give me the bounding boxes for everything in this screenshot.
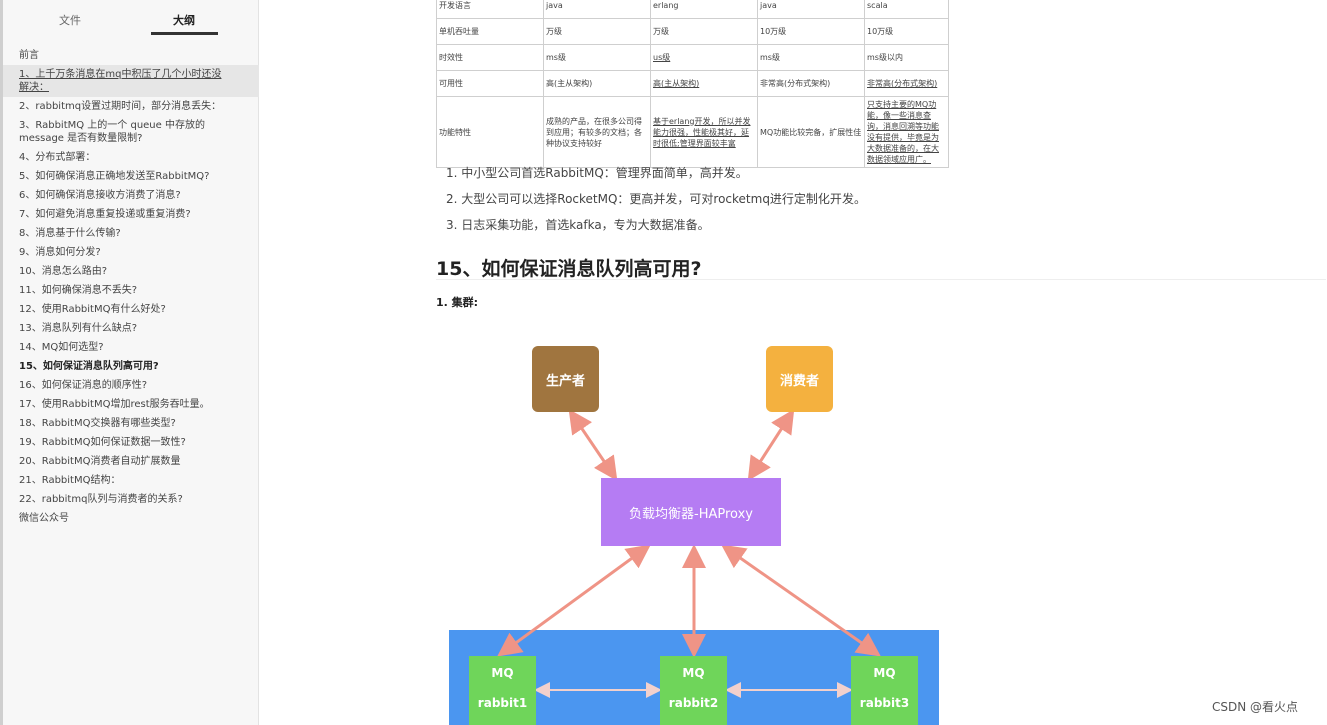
outline-item-11[interactable]: 11、如何确保消息不丢失? [19, 285, 138, 296]
haproxy-node: 负载均衡器-HAProxy [601, 478, 781, 546]
heading-divider [436, 279, 1326, 280]
outline-item-4[interactable]: 4、分布式部署： [19, 152, 96, 163]
table-cell: 万级 [650, 18, 758, 45]
table-cell: 可用性 [436, 70, 544, 97]
table-cell: MQ功能比较完备，扩展性佳 [757, 96, 865, 168]
table-cell: 高(主从架构) [543, 70, 651, 97]
outline-item-1-line2: 解决： [19, 82, 49, 93]
table-cell: 单机吞吐量 [436, 18, 544, 45]
outline-item-10[interactable]: 10、消息怎么路由? [19, 266, 108, 277]
table-cell: 非常高(分布式架构) [757, 70, 865, 97]
table-cell: scala [864, 0, 949, 19]
document-content: 开发语言 java erlang java scala 单机吞吐量 万级 万级 … [260, 0, 1327, 725]
table-row: 可用性 高(主从架构) 高(主从架构) 非常高(分布式架构) 非常高(分布式架构… [436, 70, 949, 97]
table-cell: 只支持主要的MQ功能，像一些消息查询，消息回溯等功能没有提供，毕竟是为大数据准备… [864, 96, 949, 168]
node-type-label: MQ [491, 666, 514, 680]
table-cell: 高(主从架构) [650, 70, 758, 97]
outline-item-6[interactable]: 6、如何确保消息接收方消费了消息? [19, 190, 181, 201]
table-cell: 时效性 [436, 44, 544, 71]
arrow-haproxy-rabbit3 [721, 544, 881, 657]
outline-item-5[interactable]: 5、如何确保消息正确地发送至RabbitMQ? [19, 171, 210, 182]
arrow-consumer-haproxy [747, 408, 795, 482]
list-item: 1. 中小型公司首选RabbitMQ：管理界面简单，高并发。 [446, 166, 748, 180]
table-cell: 功能特性 [436, 96, 544, 168]
table-cell: erlang [650, 0, 758, 19]
node-name-label: rabbit2 [668, 696, 719, 710]
outline-item-15[interactable]: 15、如何保证消息队列高可用? [19, 361, 159, 372]
table-cell: 非常高(分布式架构) [864, 70, 949, 97]
table-cell: java [543, 0, 651, 19]
rabbit3-node: MQ rabbit3 [851, 656, 918, 725]
outline-item-3-line2: message 是否有数量限制? [19, 133, 143, 144]
recommendation-list: 1. 中小型公司首选RabbitMQ：管理界面简单，高并发。 2. 大型公司可以… [446, 166, 866, 244]
outline-item-19[interactable]: 19、RabbitMQ如何保证数据一致性? [19, 437, 186, 448]
outline-item-16[interactable]: 16、如何保证消息的顺序性? [19, 380, 148, 391]
table-cell: 10万级 [757, 18, 865, 45]
table-row: 单机吞吐量 万级 万级 10万级 10万级 [436, 18, 949, 45]
node-name-label: rabbit3 [859, 696, 910, 710]
outline-item-1[interactable]: 1、上千万条消息在mq中积压了几个小时还没 解决： [3, 65, 259, 97]
outline-item-3-line1: 3、RabbitMQ 上的一个 queue 中存放的 [19, 120, 205, 131]
table-cell: java [757, 0, 865, 19]
outline-item-18[interactable]: 18、RabbitMQ交换器有哪些类型? [19, 418, 176, 429]
outline-item-14[interactable]: 14、MQ如何选型? [19, 342, 104, 353]
node-type-label: MQ [873, 666, 896, 680]
table-row: 开发语言 java erlang java scala [436, 0, 949, 19]
table-cell: 10万级 [864, 18, 949, 45]
diagram-arrows [497, 408, 881, 698]
consumer-node: 消费者 [766, 346, 833, 412]
outline-item-9[interactable]: 9、消息如何分发? [19, 247, 101, 258]
arrow-haproxy-rabbit1 [497, 544, 651, 657]
active-tab-indicator [151, 32, 218, 35]
table-cell: 万级 [543, 18, 651, 45]
table-cell: 成熟的产品，在很多公司得到应用；有较多的文档；各种协议支持较好 [543, 96, 651, 168]
outline-item-20[interactable]: 20、RabbitMQ消费者自动扩展数量 [19, 456, 181, 467]
node-type-label: MQ [682, 666, 705, 680]
outline-item-21[interactable]: 21、RabbitMQ结构： [19, 475, 121, 486]
table-cell: ms级 [757, 44, 865, 71]
outline-list: 前言 1、上千万条消息在mq中积压了几个小时还没 解决： 2、rabbitmq设… [3, 46, 259, 528]
table-cell: 开发语言 [436, 0, 544, 19]
arrow-producer-haproxy [568, 409, 618, 481]
table-cell: us级 [650, 44, 758, 71]
outline-item-3[interactable]: 3、RabbitMQ 上的一个 queue 中存放的 message 是否有数量… [3, 116, 259, 148]
outline-item-13[interactable]: 13、消息队列有什么缺点? [19, 323, 138, 334]
tab-outline[interactable]: 大纲 [173, 14, 195, 27]
mq-comparison-table: 开发语言 java erlang java scala 单机吞吐量 万级 万级 … [436, 0, 949, 168]
outline-item-preface[interactable]: 前言 [19, 50, 39, 61]
table-row: 时效性 ms级 us级 ms级 ms级以内 [436, 44, 949, 71]
sidebar-tabs: 文件 大纲 [3, 0, 259, 40]
cluster-architecture-diagram: 生产者 消费者 负载均衡器-HAProxy MQ rabbit1 MQ rabb… [446, 330, 946, 725]
outline-item-1-line1: 1、上千万条消息在mq中积压了几个小时还没 [19, 69, 222, 80]
outline-item-7[interactable]: 7、如何避免消息重复投递或重复消费? [19, 209, 191, 220]
table-cell: ms级 [543, 44, 651, 71]
outline-item-17[interactable]: 17、使用RabbitMQ增加rest服务吞吐量。 [19, 399, 210, 410]
rabbit1-node: MQ rabbit1 [469, 656, 536, 725]
table-cell: 基于erlang开发，所以并发能力很强，性能极其好，延时很低;管理界面较丰富 [650, 96, 758, 168]
outline-item-8[interactable]: 8、消息基于什么传输? [19, 228, 121, 239]
sidebar: 文件 大纲 前言 1、上千万条消息在mq中积压了几个小时还没 解决： 2、rab… [0, 0, 259, 725]
node-name-label: rabbit1 [477, 696, 528, 710]
section-heading: 15、如何保证消息队列高可用? [436, 258, 702, 280]
rabbit2-node: MQ rabbit2 [660, 656, 727, 725]
outline-item-12[interactable]: 12、使用RabbitMQ有什么好处? [19, 304, 166, 315]
table-cell: ms级以内 [864, 44, 949, 71]
table-row: 功能特性 成熟的产品，在很多公司得到应用；有较多的文档；各种协议支持较好 基于e… [436, 96, 949, 168]
outline-item-22[interactable]: 22、rabbitmq队列与消费者的关系? [19, 494, 183, 505]
subsection-heading: 1. 集群: [436, 296, 479, 309]
outline-item-wechat[interactable]: 微信公众号 [19, 513, 69, 524]
list-item: 3. 日志采集功能，首选kafka，专为大数据准备。 [446, 218, 710, 232]
list-item: 2. 大型公司可以选择RocketMQ：更高并发，可对rocketmq进行定制化… [446, 192, 866, 206]
tab-files[interactable]: 文件 [59, 14, 81, 27]
outline-item-2[interactable]: 2、rabbitmq设置过期时间，部分消息丢失： [19, 101, 222, 112]
csdn-watermark: CSDN @看火点 [1212, 700, 1299, 714]
producer-node: 生产者 [532, 346, 599, 412]
